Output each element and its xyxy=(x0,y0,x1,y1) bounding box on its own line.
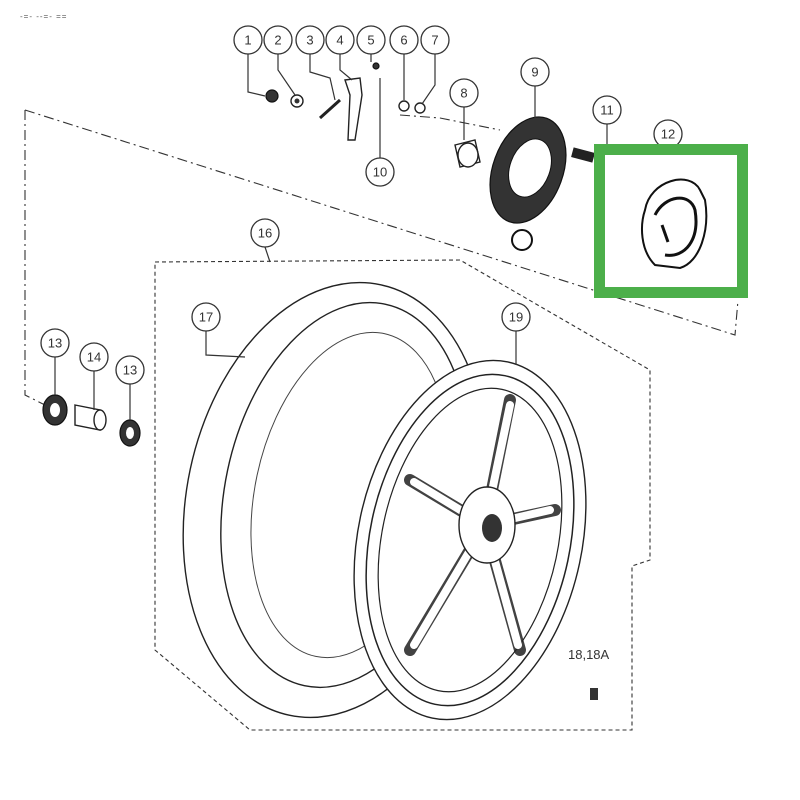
callout-13-right: 13 xyxy=(115,355,145,385)
assembly-lines xyxy=(24,109,739,731)
callout-4: 4 xyxy=(325,25,355,55)
svg-text:7: 7 xyxy=(431,33,438,48)
callout-8: 8 xyxy=(449,78,479,108)
callout-6: 6 xyxy=(389,25,419,55)
brake-shoes xyxy=(641,178,708,270)
svg-text:12: 12 xyxy=(661,127,675,142)
callout-16: 16 xyxy=(250,218,280,248)
svg-text:17: 17 xyxy=(199,310,213,325)
bearings xyxy=(42,394,141,447)
svg-text:5: 5 xyxy=(367,33,374,48)
leader-lines xyxy=(54,54,608,420)
callout-19: 19 xyxy=(501,302,531,332)
callout-3: 3 xyxy=(295,25,325,55)
callout-12: 12 xyxy=(653,119,683,149)
svg-text:8: 8 xyxy=(460,86,467,101)
callout-11: 11 xyxy=(592,95,622,125)
callout-18-18a: 18,18A xyxy=(568,647,610,662)
callout-1: 1 xyxy=(233,25,263,55)
svg-text:16: 16 xyxy=(258,226,272,241)
svg-text:13: 13 xyxy=(48,336,62,351)
callout-5: 5 xyxy=(356,25,386,55)
svg-text:19: 19 xyxy=(509,310,523,325)
callout-17: 17 xyxy=(191,302,221,332)
brake-panel xyxy=(489,116,595,251)
svg-text:13: 13 xyxy=(123,363,137,378)
svg-text:6: 6 xyxy=(400,33,407,48)
svg-text:10: 10 xyxy=(373,165,387,180)
svg-text:14: 14 xyxy=(87,350,101,365)
svg-text:4: 4 xyxy=(336,33,343,48)
highlight-box-part-12 xyxy=(594,144,748,298)
svg-text:1: 1 xyxy=(244,33,251,48)
svg-text:9: 9 xyxy=(531,65,538,80)
callout-9: 9 xyxy=(520,57,550,87)
rim xyxy=(353,359,598,721)
callout-10: 10 xyxy=(365,157,395,187)
callout-7: 7 xyxy=(420,25,450,55)
svg-text:3: 3 xyxy=(306,33,313,48)
svg-text:2: 2 xyxy=(274,33,281,48)
callout-2: 2 xyxy=(263,25,293,55)
hardware-parts xyxy=(265,62,481,168)
callout-13-left: 13 xyxy=(40,328,70,358)
title-fragment: -=- --=- == xyxy=(20,12,68,21)
svg-text:11: 11 xyxy=(600,103,614,118)
callout-14: 14 xyxy=(79,342,109,372)
